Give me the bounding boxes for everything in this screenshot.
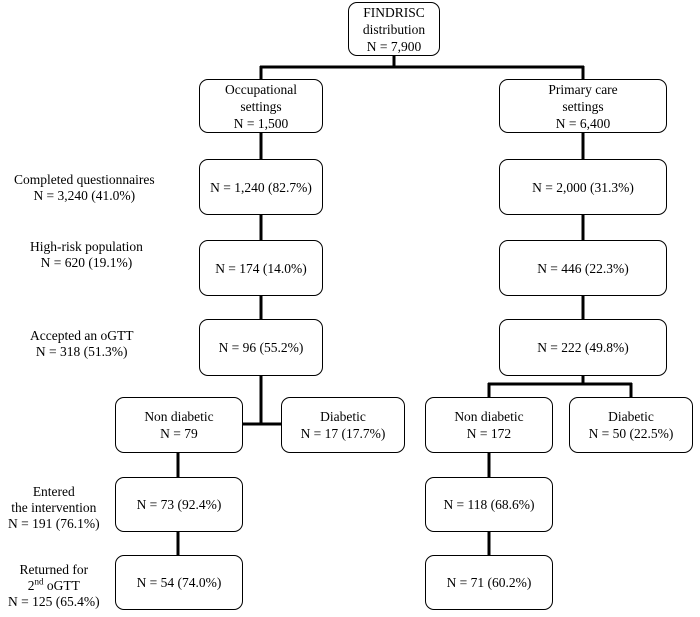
occupational-settings-box: Occupational settings N = 1,500 xyxy=(199,79,323,133)
ordinal-number: 2 xyxy=(27,578,35,593)
box-value: N = 1,240 (82.7%) xyxy=(210,179,312,195)
box-value: N = 73 (92.4%) xyxy=(136,497,222,512)
findrisc-distribution-box: FINDRISC distribution N = 7,900 xyxy=(348,2,440,56)
label-text: Completed questionnaires xyxy=(14,172,155,187)
high-risk-label: High-risk population N = 620 (19.1%) xyxy=(30,239,143,271)
label-rest: oGTT xyxy=(43,578,80,593)
occ-diabetic-box: Diabetic N = 17 (17.7%) xyxy=(281,397,405,453)
label-total: N = 125 (65.4%) xyxy=(8,594,100,609)
box-line: N = 50 (22.5%) xyxy=(588,426,674,441)
pc-diabetic-box: Diabetic N = 50 (22.5%) xyxy=(569,397,693,453)
box-line: distribution xyxy=(362,21,426,37)
box-line: settings xyxy=(562,98,604,114)
box-value: N = 96 (55.2%) xyxy=(218,340,304,355)
box-line: N = 172 xyxy=(466,426,512,441)
box-line: Diabetic xyxy=(608,409,654,424)
returned-label: Returned for 2nd oGTT N = 125 (65.4%) xyxy=(8,562,100,610)
primary-care-settings-box: Primary care settings N = 6,400 xyxy=(499,79,667,133)
box-value: N = 174 (14.0%) xyxy=(215,260,307,276)
occ-entered-box: N = 73 (92.4%) xyxy=(115,477,243,532)
box-line: Occupational xyxy=(225,81,297,97)
occ-accepted-box: N = 96 (55.2%) xyxy=(199,319,323,376)
completed-label: Completed questionnaires N = 3,240 (41.0… xyxy=(14,172,155,204)
label-total: N = 620 (19.1%) xyxy=(40,255,133,270)
label-text: the intervention xyxy=(11,500,97,515)
box-value: N = 54 (74.0%) xyxy=(136,575,222,590)
box-line: N = 79 xyxy=(160,426,198,441)
label-total: N = 3,240 (41.0%) xyxy=(33,188,136,203)
pc-entered-box: N = 118 (68.6%) xyxy=(425,477,553,532)
box-value: N = 222 (49.8%) xyxy=(537,340,629,355)
box-line: N = 17 (17.7%) xyxy=(300,426,386,441)
box-line: Diabetic xyxy=(320,409,366,424)
occ-completed-box: N = 1,240 (82.7%) xyxy=(199,159,323,215)
box-line: settings xyxy=(240,98,282,114)
occ-high-risk-box: N = 174 (14.0%) xyxy=(199,240,323,296)
label-total: N = 318 (51.3%) xyxy=(35,344,128,359)
box-line: FINDRISC xyxy=(363,4,425,20)
box-line: Primary care xyxy=(548,81,618,97)
label-text: Accepted an oGTT xyxy=(30,328,134,343)
box-value: N = 71 (60.2%) xyxy=(446,575,532,590)
box-value: N = 446 (22.3%) xyxy=(537,260,629,276)
accepted-label: Accepted an oGTT N = 318 (51.3%) xyxy=(30,328,133,360)
label-text: 2nd oGTT xyxy=(8,576,100,594)
label-text: High-risk population xyxy=(30,239,143,254)
box-line: Non diabetic xyxy=(454,409,524,424)
entered-label: Entered the intervention N = 191 (76.1%) xyxy=(8,484,100,532)
box-line: N = 6,400 xyxy=(555,115,611,131)
label-text: Entered xyxy=(32,484,75,499)
ordinal-suffix: nd xyxy=(34,576,44,587)
occ-nondiabetic-box: Non diabetic N = 79 xyxy=(115,397,243,453)
pc-returned-box: N = 71 (60.2%) xyxy=(425,555,553,610)
box-line: N = 1,500 xyxy=(233,115,289,131)
box-line: Non diabetic xyxy=(144,409,214,424)
box-value: N = 118 (68.6%) xyxy=(443,497,535,512)
label-total: N = 191 (76.1%) xyxy=(8,516,100,531)
pc-high-risk-box: N = 446 (22.3%) xyxy=(499,240,667,296)
label-text: Returned for xyxy=(19,562,89,577)
pc-accepted-box: N = 222 (49.8%) xyxy=(499,319,667,376)
pc-completed-box: N = 2,000 (31.3%) xyxy=(499,159,667,215)
box-line: N = 7,900 xyxy=(366,38,422,54)
pc-nondiabetic-box: Non diabetic N = 172 xyxy=(425,397,553,453)
box-value: N = 2,000 (31.3%) xyxy=(532,179,634,195)
occ-returned-box: N = 54 (74.0%) xyxy=(115,555,243,610)
